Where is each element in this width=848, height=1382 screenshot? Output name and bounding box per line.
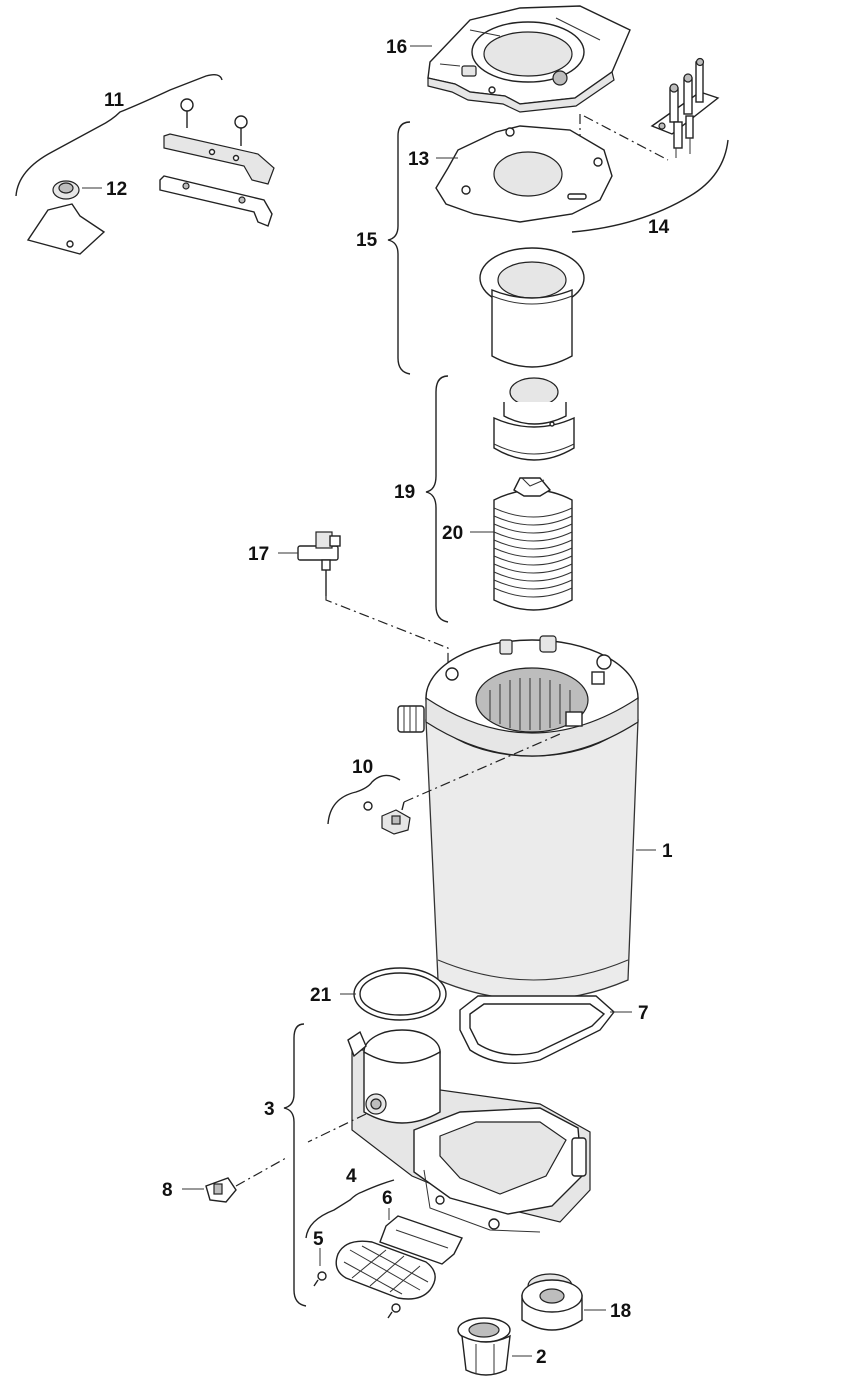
callout-label-21: 21 [310, 985, 332, 1006]
part-10-igniter [363, 801, 411, 835]
part-20-bellows [493, 477, 573, 611]
part-8-fitting [205, 1177, 237, 1203]
callout-label-5b: 5 [313, 1229, 324, 1250]
part-17-switch [297, 531, 341, 596]
callout-label-18: 18 [610, 1301, 631, 1322]
callout-17: 17 [248, 544, 298, 565]
callout-label-1: 1 [662, 841, 673, 862]
callout-label-16: 16 [386, 37, 407, 58]
part-15-sleeve [479, 247, 585, 368]
part-13-plate [435, 125, 613, 223]
part-5-screws [313, 1271, 401, 1319]
callout-label-3: 3 [264, 1099, 275, 1120]
part-14-electrode-assembly [650, 57, 720, 158]
callout-label-10: 10 [352, 757, 373, 778]
callout-12: 12 [82, 179, 127, 200]
callout-label-17: 17 [248, 544, 269, 565]
part-11-screws-bracket [159, 98, 275, 227]
callout-1: 1 [636, 841, 673, 862]
callout-10: 10 [327, 757, 401, 825]
callout-label-8: 8 [162, 1180, 173, 1201]
part-19-burner-cap [493, 377, 575, 461]
part-4-filter-cover [335, 1240, 436, 1300]
callout-label-7: 7 [638, 1003, 649, 1024]
callout-label-12: 12 [106, 179, 127, 200]
callout-label-13: 13 [408, 149, 429, 170]
callout-21: 21 [310, 985, 356, 1006]
callout-label-4: 4 [346, 1166, 357, 1187]
callout-19: 19 [394, 375, 449, 623]
part-2-drain-fitting [457, 1317, 511, 1376]
callout-15: 15 [356, 121, 411, 375]
part-1-tank-body [397, 635, 639, 1001]
callout-6: 6 [382, 1188, 393, 1220]
part-12-nut-clip [26, 180, 106, 255]
callout-14: 14 [571, 139, 729, 238]
callout-13: 13 [408, 149, 458, 170]
callout-5: 5 5 [313, 1229, 324, 1266]
callout-16: 16 [386, 37, 432, 58]
part-7-base-gasket [459, 995, 615, 1065]
part-16-top-cover [427, 5, 631, 113]
callout-20: 20 [442, 523, 494, 544]
part-21-o-ring [353, 967, 447, 1021]
callout-7: 7 [610, 1003, 649, 1024]
callout-label-2: 2 [536, 1347, 547, 1368]
callout-label-14: 14 [648, 217, 670, 238]
callout-8: 8 [162, 1180, 204, 1201]
callout-11: 11 [15, 73, 223, 197]
callout-label-20: 20 [442, 523, 463, 544]
callout-4: 4 [305, 1166, 395, 1239]
callout-label-15: 15 [356, 230, 378, 251]
callout-2: 2 [512, 1347, 547, 1368]
callout-18: 18 [584, 1301, 631, 1322]
callout-label-6: 6 [382, 1188, 393, 1209]
part-3-base-assembly [347, 1029, 591, 1233]
callout-3: 3 [264, 1023, 307, 1307]
part-18-cap [521, 1273, 583, 1331]
part-6-gasket [379, 1215, 463, 1265]
callout-label-19: 19 [394, 482, 415, 503]
callout-label-11: 11 [104, 90, 125, 111]
